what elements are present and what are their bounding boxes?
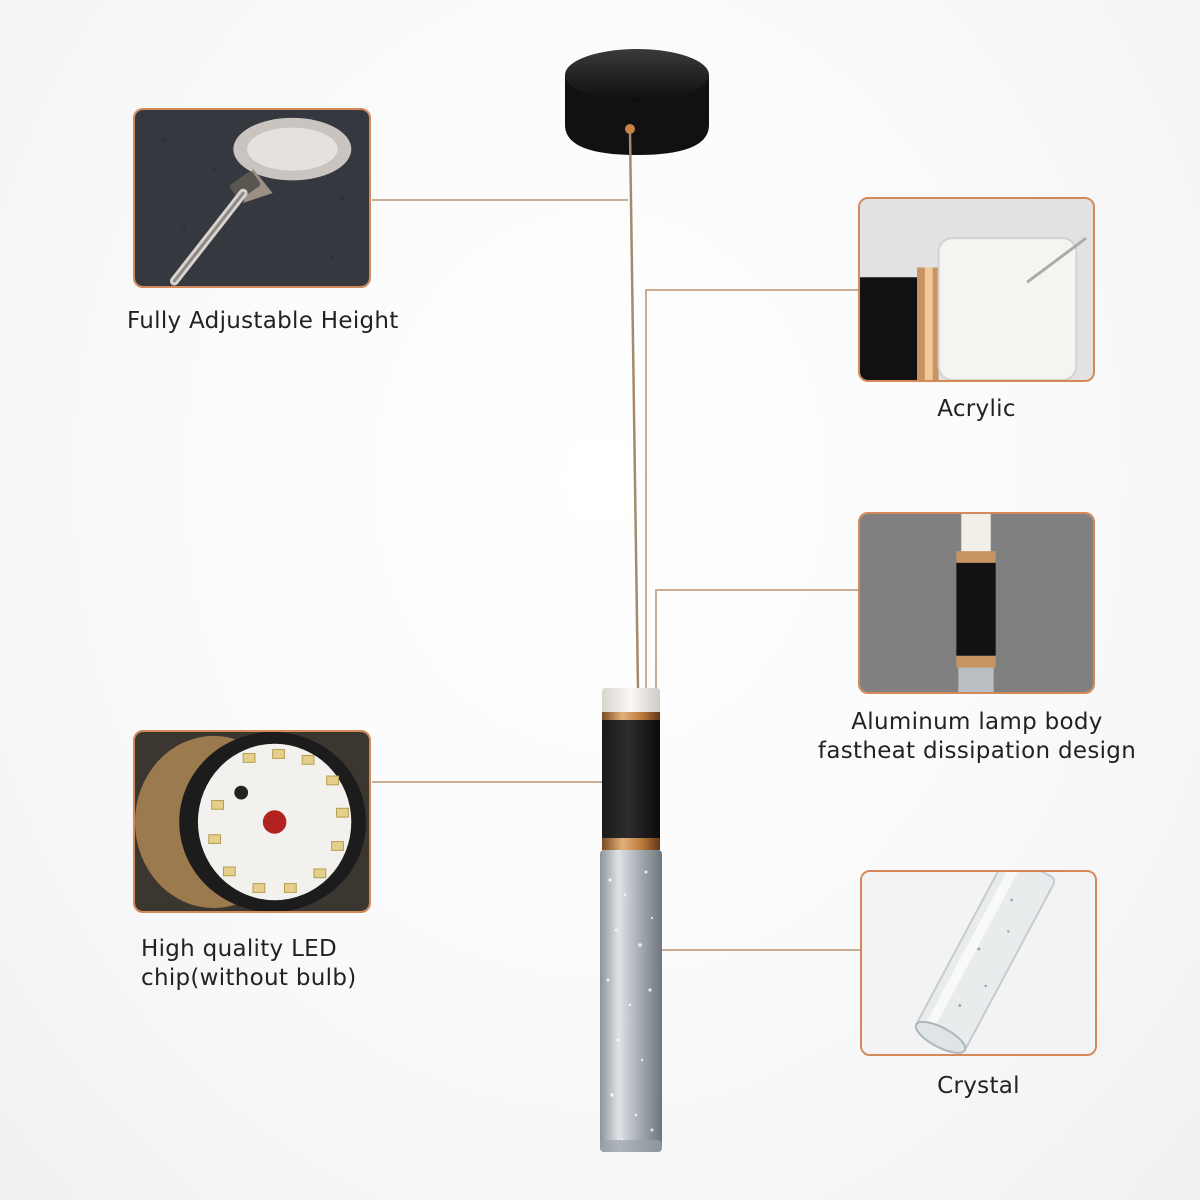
aluminum-body — [602, 720, 660, 838]
photo-height — [133, 108, 371, 288]
leader-line-acrylic — [645, 289, 860, 700]
crystal-bubbles — [606, 870, 654, 1142]
caption-acrylic: Acrylic — [937, 396, 1016, 422]
caption-crystal: Crystal — [937, 1073, 1020, 1099]
caption-aluminum: Aluminum lamp body fastheat dissipation … — [798, 708, 1156, 766]
photo-crystal — [860, 870, 1097, 1056]
photo-led — [133, 730, 371, 913]
suspension-wire — [628, 131, 640, 691]
ceiling-canopy — [565, 49, 709, 155]
crystal-tube-closeup-icon — [862, 872, 1095, 1054]
led-chip-closeup-icon — [135, 732, 369, 911]
leader-line-aluminum — [655, 589, 860, 720]
photo-aluminum — [858, 512, 1095, 694]
crystal-tube — [600, 850, 662, 1152]
caption-led: High quality LED chip(without bulb) — [141, 935, 357, 993]
caption-aluminum-line2: fastheat dissipation design — [817, 738, 1137, 764]
acrylic-shade-closeup-icon — [860, 199, 1093, 380]
aluminum-body-closeup-icon — [860, 514, 1093, 692]
caption-led-line1: High quality LED — [141, 936, 338, 962]
caption-aluminum-line1: Aluminum lamp body — [851, 709, 1103, 735]
photo-acrylic — [858, 197, 1095, 382]
caption-height: Fully Adjustable Height — [127, 308, 399, 334]
caption-led-line2: chip(without bulb) — [141, 965, 357, 991]
ceiling-mount-closeup-icon — [135, 110, 369, 286]
